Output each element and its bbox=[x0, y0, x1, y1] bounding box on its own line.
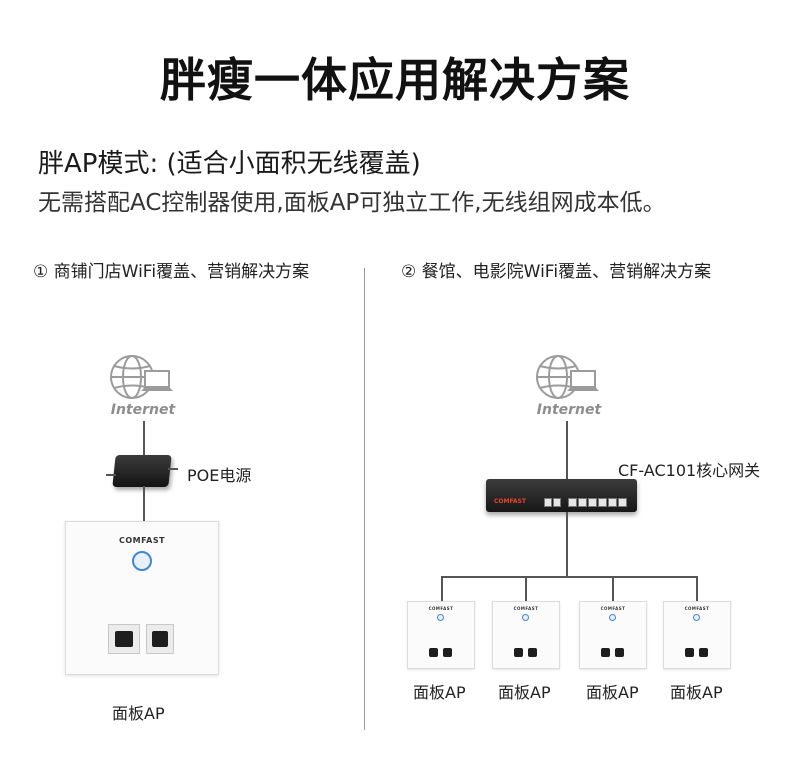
led-indicator bbox=[132, 551, 152, 571]
panel-brand: COMFAST bbox=[428, 606, 454, 611]
internet-label: Internet bbox=[110, 402, 176, 418]
panel-brand: COMFAST bbox=[118, 536, 166, 545]
drop-3 bbox=[612, 576, 614, 602]
ethernet-port bbox=[429, 648, 438, 657]
scene-divider bbox=[364, 268, 365, 730]
led-indicator bbox=[693, 614, 700, 621]
link-gateway-bus bbox=[566, 512, 568, 576]
panel-ap-label: 面板AP bbox=[413, 683, 466, 702]
panel-ap-label: 面板AP bbox=[112, 704, 165, 723]
poe-cable-right bbox=[168, 468, 178, 470]
poe-cable-left bbox=[106, 474, 116, 476]
panel-ap-device: COMFAST bbox=[65, 521, 219, 675]
drop-2 bbox=[525, 576, 527, 602]
phone-port bbox=[615, 648, 624, 657]
panel-ap-label: 面板AP bbox=[498, 683, 551, 702]
page-title: 胖瘦一体应用解决方案 bbox=[160, 53, 630, 107]
led-indicator bbox=[437, 614, 444, 621]
panel-ap-device: COMFAST bbox=[407, 601, 475, 669]
panel-ap-device: COMFAST bbox=[663, 601, 731, 669]
distribution-bus bbox=[441, 576, 698, 578]
panel-brand: COMFAST bbox=[684, 606, 710, 611]
gateway-brand: COMFAST bbox=[494, 498, 526, 505]
panel-brand: COMFAST bbox=[600, 606, 626, 611]
internet-label: Internet bbox=[536, 402, 602, 418]
ethernet-port bbox=[108, 624, 140, 654]
phone-port bbox=[528, 648, 537, 657]
mode-description: 无需搭配AC控制器使用,面板AP可独立工作,无线组网成本低。 bbox=[38, 190, 666, 216]
ethernet-port bbox=[601, 648, 610, 657]
mode-title: 胖AP模式: (适合小面积无线覆盖) bbox=[38, 149, 421, 179]
internet-icon bbox=[533, 353, 603, 405]
ethernet-port bbox=[685, 648, 694, 657]
scene1-label: ① 商铺门店WiFi覆盖、营销解决方案 bbox=[33, 262, 310, 282]
link-internet-gateway bbox=[566, 421, 568, 479]
ethernet-port bbox=[514, 648, 523, 657]
phone-port bbox=[699, 648, 708, 657]
panel-ap-device: COMFAST bbox=[579, 601, 647, 669]
panel-ap-label: 面板AP bbox=[670, 683, 723, 702]
gateway-label: CF-AC101核心网关 bbox=[618, 461, 761, 480]
phone-port bbox=[443, 648, 452, 657]
poe-label: POE电源 bbox=[187, 466, 252, 485]
drop-1 bbox=[441, 576, 443, 602]
core-gateway-device: COMFAST bbox=[486, 479, 637, 512]
phone-port bbox=[146, 624, 174, 654]
led-indicator bbox=[609, 614, 616, 621]
scene2-label: ② 餐馆、电影院WiFi覆盖、营销解决方案 bbox=[401, 262, 712, 282]
link-poe-panel bbox=[143, 486, 145, 522]
internet-icon bbox=[107, 353, 177, 405]
panel-brand: COMFAST bbox=[513, 606, 539, 611]
panel-ap-device: COMFAST bbox=[492, 601, 560, 669]
poe-adapter bbox=[112, 455, 172, 487]
link-internet-poe bbox=[143, 421, 145, 457]
drop-4 bbox=[696, 576, 698, 602]
led-indicator bbox=[522, 614, 529, 621]
panel-ap-label: 面板AP bbox=[586, 683, 639, 702]
